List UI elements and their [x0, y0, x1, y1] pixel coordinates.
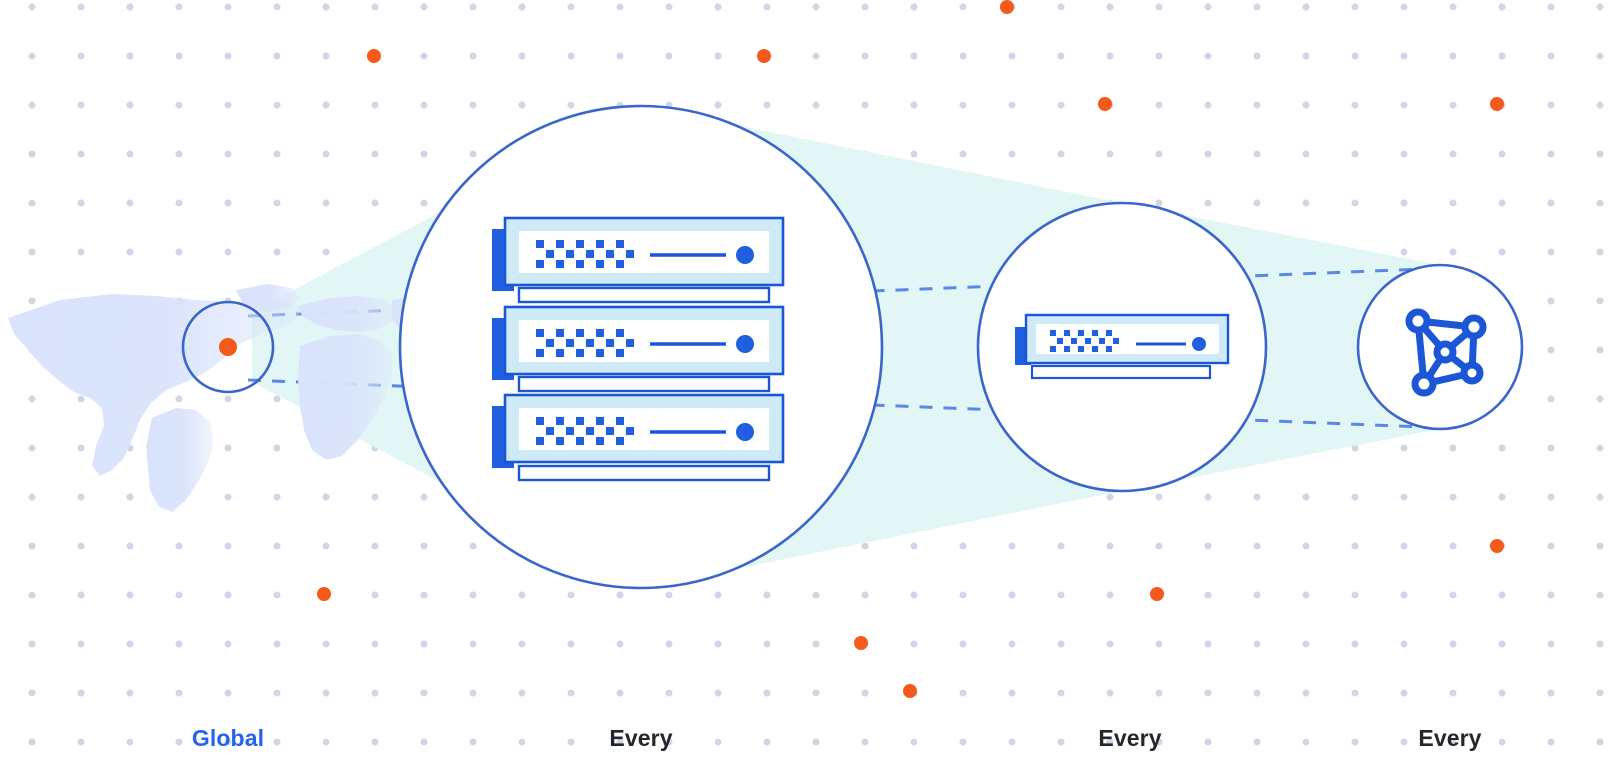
single-server-icon: [1015, 313, 1230, 380]
caption-global-network: Global network: [184, 668, 273, 782]
rack-unit-1-status-led: [736, 246, 754, 264]
caption-every-service-line1: Every: [1418, 725, 1482, 752]
rack-unit-3: [492, 393, 785, 482]
rack-unit-1-vents: [536, 240, 634, 268]
network-mesh-icon: [1405, 308, 1487, 397]
rack-unit-2-status-led: [736, 335, 754, 353]
caption-every-server: Every server: [1095, 668, 1165, 782]
mesh-node-top-right: [1461, 314, 1487, 340]
caption-every-server-line1: Every: [1098, 725, 1162, 752]
mesh-node-bottom-left: [1411, 371, 1437, 397]
mesh-nodes: [1405, 308, 1487, 397]
caption-global-network-line1: Global: [191, 725, 265, 752]
rack-base-shelf: [517, 464, 771, 482]
caption-every-service: Every service: [1410, 668, 1490, 782]
single-server-status-led: [1192, 337, 1206, 351]
rack-unit-1: [492, 216, 785, 304]
mesh-node-center: [1433, 340, 1457, 364]
single-server-panel: [1036, 324, 1219, 354]
server-rack-icon: [492, 216, 785, 482]
rack-unit-2: [492, 305, 785, 393]
caption-every-data-center-line1: Every: [609, 725, 673, 752]
caption-every-data-center: Every data center: [579, 668, 703, 782]
rack-connector-bar-2: [517, 375, 771, 393]
rack-unit-2-vents: [536, 329, 634, 357]
rack-unit-3-vents: [536, 417, 634, 445]
mesh-node-top-left: [1405, 308, 1431, 334]
single-server-base-shelf: [1030, 364, 1212, 380]
rack-unit-3-status-led: [736, 423, 754, 441]
mesh-node-bottom-right: [1460, 361, 1484, 385]
map-focus-circle: [181, 300, 275, 394]
single-server-vents: [1050, 330, 1119, 352]
rack-connector-bar-1: [517, 286, 771, 304]
